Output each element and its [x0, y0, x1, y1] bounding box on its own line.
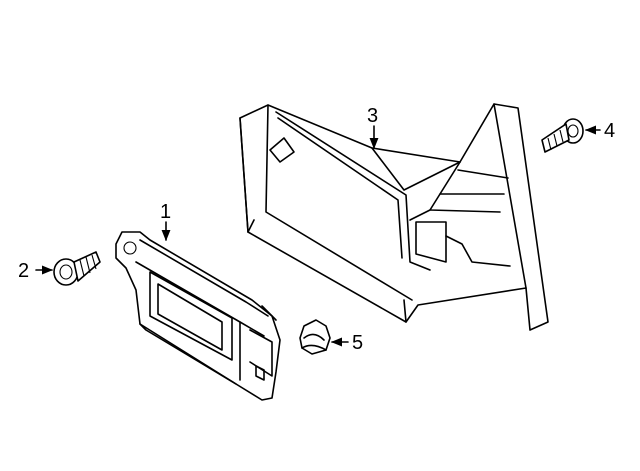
callout-4-label: 4 [604, 120, 615, 142]
bracket-screw-part [541, 118, 584, 153]
module-screw-part [53, 251, 101, 286]
callout-1-label: 1 [160, 201, 171, 223]
callout-leaders [35, 125, 601, 347]
bracket-part [239, 103, 549, 331]
module-part [115, 231, 281, 401]
callout-2-label: 2 [18, 260, 29, 282]
callout-3-label: 3 [367, 105, 378, 127]
callout-5-label: 5 [352, 332, 363, 354]
nut-part [299, 319, 331, 355]
